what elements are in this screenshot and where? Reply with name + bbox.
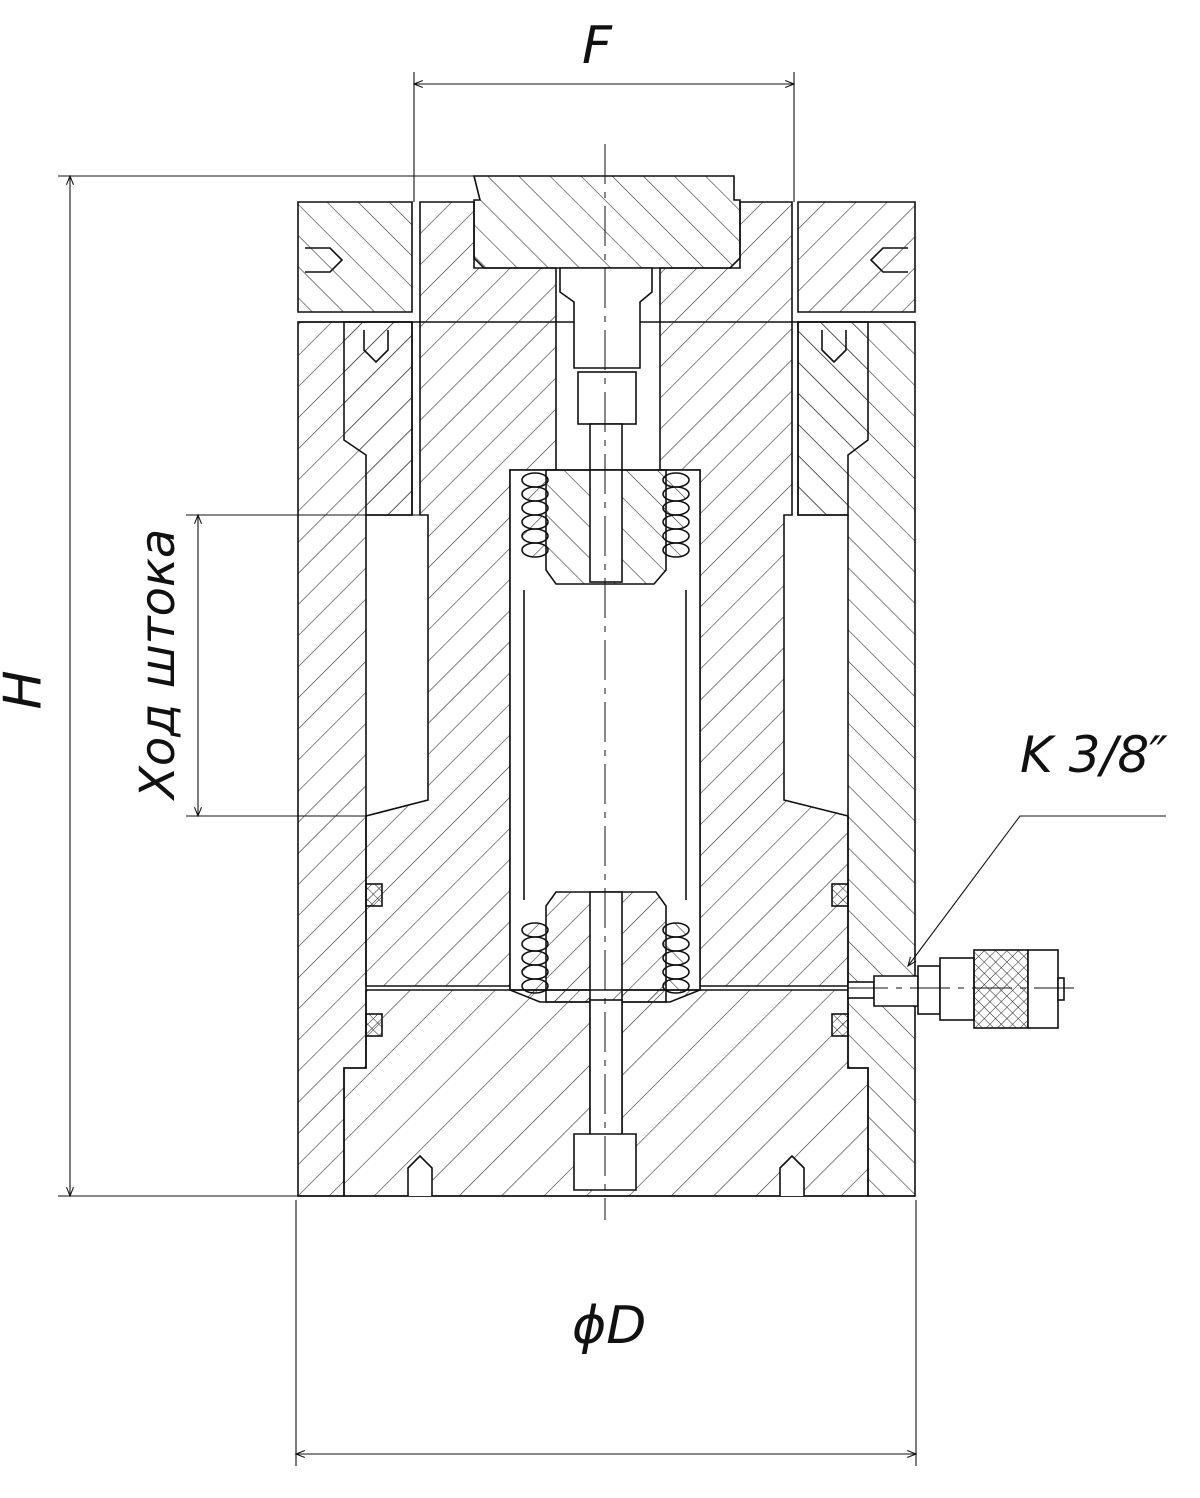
top-cap xyxy=(297,201,916,313)
seals xyxy=(365,883,849,1037)
stroke-dimension-label: Ход штока xyxy=(130,528,186,799)
saddle xyxy=(472,175,741,585)
center-lines xyxy=(604,144,1080,1220)
dimension-lines xyxy=(58,72,1166,1466)
return-spring-lower-left xyxy=(521,922,549,994)
return-spring-upper-right xyxy=(662,472,690,558)
height-dimension-label: H xyxy=(0,670,54,709)
return-spring-lower-right xyxy=(662,922,690,994)
base-cap xyxy=(343,989,869,1197)
guide-sleeve xyxy=(343,321,869,516)
quick-coupler-fitting xyxy=(847,949,1065,1029)
port-thread-label: K 3/8″ xyxy=(1020,726,1168,784)
return-spring-upper-left xyxy=(521,472,549,558)
diameter-dimension-label: ϕD xyxy=(572,1296,647,1356)
width-dimension-label: F xyxy=(582,16,612,76)
